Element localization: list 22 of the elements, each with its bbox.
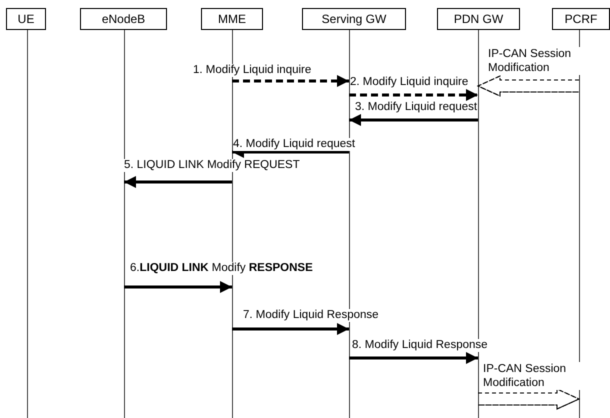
message-label: 6.LIQUID LINK Modify RESPONSE <box>130 262 313 275</box>
message-label: IP-CAN Session Modification <box>483 362 583 390</box>
message-label: 3. Modify Liquid request <box>355 101 478 114</box>
message-label: 5. LIQUID LINK Modify REQUEST <box>124 159 300 172</box>
message-label: 8. Modify Liquid Response <box>352 339 488 352</box>
arrow <box>232 75 349 87</box>
message-label: 4. Modify Liquid request <box>233 138 356 151</box>
arrow <box>124 176 232 188</box>
arrow <box>349 352 478 364</box>
participant-box: PDN GW <box>437 8 520 30</box>
message-label: 7. Modify Liquid Response <box>243 309 379 322</box>
arrow <box>232 323 349 335</box>
arrow <box>349 89 478 101</box>
participant-box: Serving GW <box>302 8 406 30</box>
message-label: 1. Modify Liquid inquire <box>193 64 312 77</box>
message-label: 2. Modify Liquid inquire <box>350 76 468 89</box>
participant-box: PCRF <box>552 8 610 30</box>
participant-box: MME <box>201 8 263 30</box>
arrow <box>349 114 478 126</box>
participant-box: UE <box>6 8 46 30</box>
participant-box: eNodeB <box>80 8 167 30</box>
arrow <box>124 281 232 293</box>
